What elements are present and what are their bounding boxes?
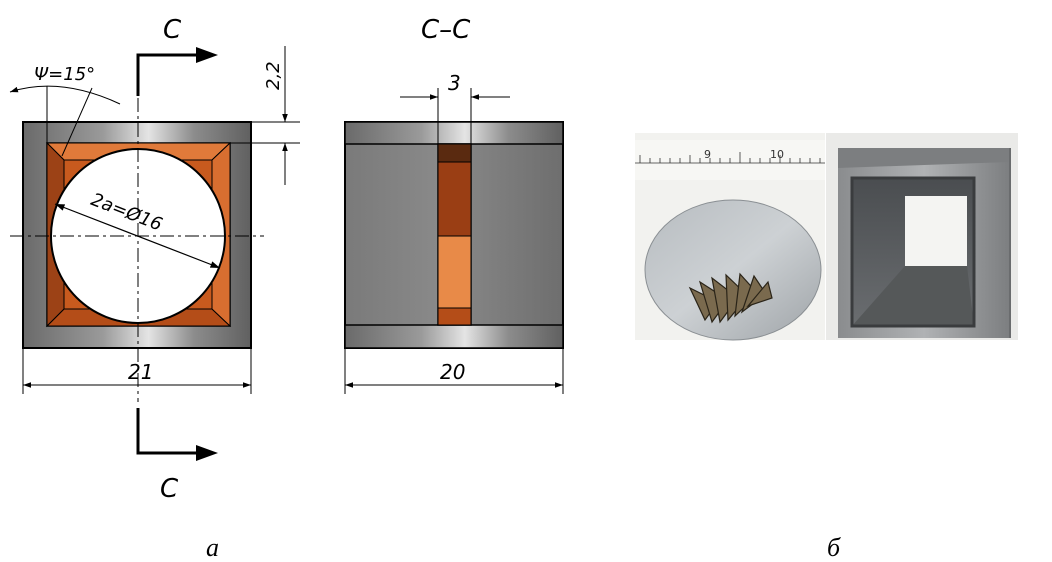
dim-section-width: 20 bbox=[440, 360, 465, 384]
section-mark-top: C bbox=[163, 15, 182, 45]
caption-left: a bbox=[206, 533, 219, 562]
ruler-number-9: 9 bbox=[704, 148, 711, 161]
dim-slot-width: 3 bbox=[448, 71, 461, 95]
photo-box bbox=[826, 133, 1018, 340]
section-view: C–C 3 20 bbox=[344, 15, 564, 394]
caption-right: б bbox=[827, 533, 841, 562]
front-view: 2a=Ø16 Ψ=15° C C 21 2,2 bbox=[9, 15, 300, 504]
section-title: C–C bbox=[421, 15, 471, 45]
angle-label: Ψ=15° bbox=[34, 64, 95, 85]
diameter-leader bbox=[54, 203, 221, 269]
steel-disc bbox=[645, 200, 821, 340]
section-mark-bottom: C bbox=[160, 474, 179, 504]
photo-disc: 9 10 bbox=[635, 133, 825, 341]
ruler-number-10: 10 bbox=[770, 148, 784, 161]
plate-fan bbox=[688, 272, 773, 324]
dim-front-width: 21 bbox=[128, 360, 153, 384]
dim-height-top: 2,2 bbox=[263, 61, 284, 90]
